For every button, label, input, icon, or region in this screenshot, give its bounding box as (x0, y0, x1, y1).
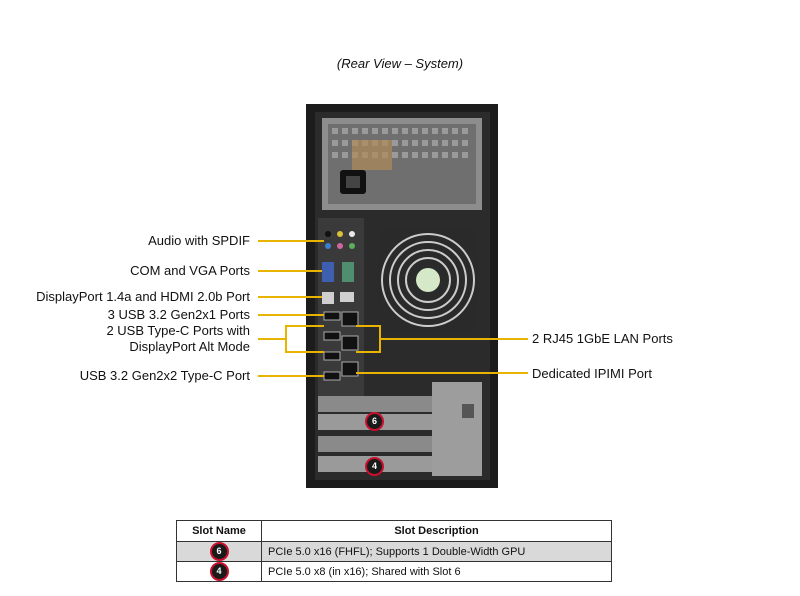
slot-description-cell: PCIe 5.0 x16 (FHFL); Supports 1 Double-W… (261, 541, 612, 562)
slot-description-cell: PCIe 5.0 x8 (in x16); Shared with Slot 6 (261, 561, 612, 582)
ipmi-port-label: Dedicated IPIMI Port (532, 366, 652, 381)
slot-4-table-badge: 4 (209, 562, 229, 581)
displayport-hdmi-label: DisplayPort 1.4a and HDMI 2.0b Port (36, 289, 250, 304)
com-port (342, 262, 354, 282)
usb-gen2x2-label: USB 3.2 Gen2x2 Type-C Port (79, 368, 250, 383)
pcie-slots (318, 396, 432, 472)
slot-description-header: Slot Description (261, 520, 612, 542)
slot-6-badge: 6 (365, 412, 384, 431)
usb-type-c-label-line2: DisplayPort Alt Mode (129, 339, 250, 354)
slot-6-table-badge: 6 (209, 542, 229, 561)
slot-4-badge: 4 (365, 457, 384, 476)
table-row: 4 PCIe 5.0 x8 (in x16); Shared with Slot… (176, 561, 612, 582)
slot-cell: 4 (176, 561, 262, 582)
slot-name-header: Slot Name (176, 520, 262, 542)
side-vent-panel (432, 382, 482, 476)
lan-ports-label: 2 RJ45 1GbE LAN Ports (532, 331, 673, 346)
com-vga-label: COM and VGA Ports (130, 263, 250, 278)
callout-lines (258, 240, 528, 377)
psu-vent-grille (328, 124, 476, 204)
displayport-port (322, 292, 334, 304)
hdmi-port (340, 292, 354, 302)
audio-spdif-label: Audio with SPDIF (148, 233, 250, 248)
usb-type-c-label-line1: 2 USB Type-C Ports with (106, 323, 250, 338)
figure-caption: (Rear View – System) (336, 56, 464, 71)
usb-gen2x1-label: 3 USB 3.2 Gen2x1 Ports (107, 307, 250, 322)
vga-port (322, 262, 334, 282)
slot-table: Slot Name Slot Description 6 PCIe 5.0 x1… (176, 520, 612, 582)
table-row: 6 PCIe 5.0 x16 (FHFL); Supports 1 Double… (176, 541, 612, 562)
rear-fan (378, 230, 478, 330)
slot-cell: 6 (176, 541, 262, 562)
